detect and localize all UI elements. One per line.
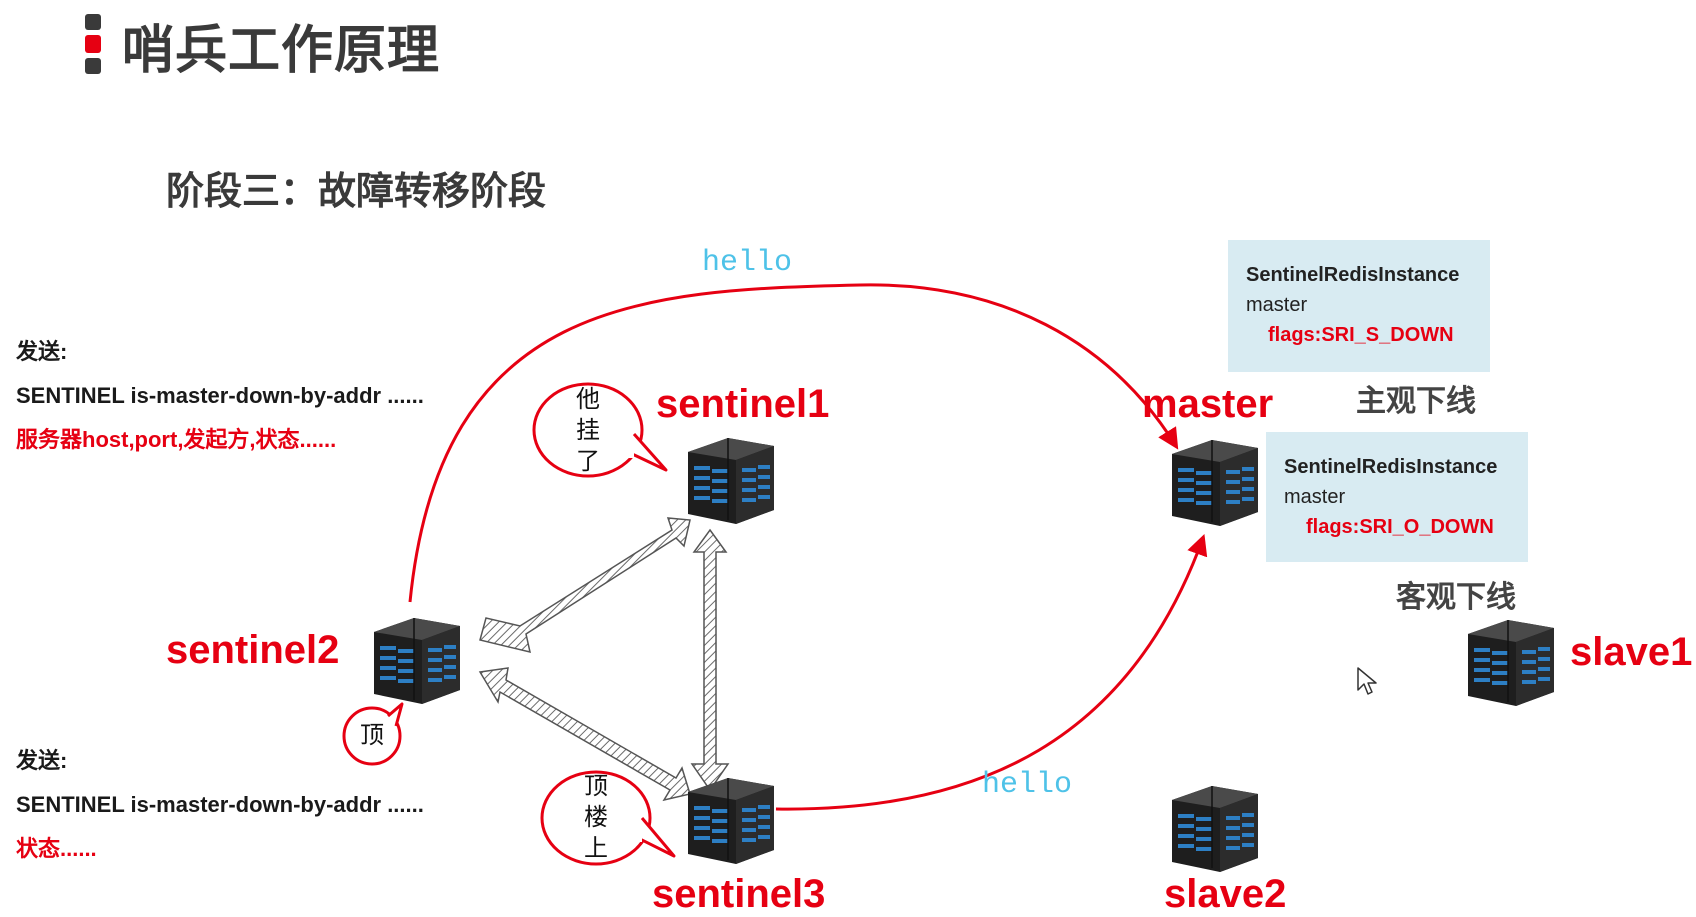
bubble-text-sentinel3: 顶楼上 xyxy=(584,772,608,862)
send-heading: 发送: xyxy=(16,339,68,364)
info-box-odown: SentinelRedisInstance master flags:SRI_O… xyxy=(1266,432,1528,562)
server-rack-icon xyxy=(1171,785,1259,873)
server-rack-icon xyxy=(373,617,461,705)
bubble-text-sentinel1: 他挂了 xyxy=(576,385,600,475)
mouse-pointer-icon xyxy=(1357,667,1377,695)
state-label-odown: 客观下线 xyxy=(1396,580,1516,615)
send-command: SENTINEL is-master-down-by-addr ...... xyxy=(16,792,424,817)
info-box-sdown: SentinelRedisInstance master flags:SRI_S… xyxy=(1228,240,1490,372)
label-sentinel1: sentinel1 xyxy=(656,382,830,426)
server-rack-icon xyxy=(687,437,775,525)
server-rack-icon xyxy=(1171,439,1259,527)
box-role: master xyxy=(1246,294,1308,316)
server-rack-icon xyxy=(687,777,775,865)
bubble-text-sentinel2: 顶 xyxy=(360,721,384,749)
state-label-sdown: 主观下线 xyxy=(1356,384,1476,419)
label-slave2: slave2 xyxy=(1164,872,1287,916)
send-heading: 发送: xyxy=(16,748,68,773)
send-block-bottom: 发送: SENTINEL is-master-down-by-addr ....… xyxy=(16,739,424,871)
page-title: 哨兵工作原理 xyxy=(122,21,441,81)
send-detail: 状态...... xyxy=(16,836,97,861)
speech-bubble-sentinel1 xyxy=(532,382,668,478)
page-subtitle: 阶段三：故障转移阶段 xyxy=(166,169,547,213)
speech-bubble-sentinel2 xyxy=(342,702,404,766)
speech-bubble-sentinel3 xyxy=(540,770,676,866)
hello-label-bottom: hello xyxy=(982,768,1073,802)
box-role: master xyxy=(1284,486,1346,508)
send-detail: 服务器host,port,发起方,状态...... xyxy=(16,427,337,452)
hatched-arrow-s2-s1 xyxy=(479,517,691,654)
label-sentinel3: sentinel3 xyxy=(652,872,826,916)
box-flags: flags:SRI_O_DOWN xyxy=(1306,516,1494,538)
label-master: master xyxy=(1142,382,1274,426)
send-block-top: 发送: SENTINEL is-master-down-by-addr ....… xyxy=(16,330,424,462)
send-command: SENTINEL is-master-down-by-addr ...... xyxy=(16,383,424,408)
hello-arrow-bottom xyxy=(775,534,1208,811)
label-sentinel2: sentinel2 xyxy=(166,628,340,672)
title-marker-icon xyxy=(82,14,102,74)
box-class-name: SentinelRedisInstance xyxy=(1246,264,1460,286)
hello-label-top: hello xyxy=(702,246,793,280)
box-class-name: SentinelRedisInstance xyxy=(1284,456,1498,478)
box-flags: flags:SRI_S_DOWN xyxy=(1268,324,1454,346)
server-rack-icon xyxy=(1467,619,1555,707)
label-slave1: slave1 xyxy=(1570,630,1693,674)
hatched-arrow-s1-s3 xyxy=(690,528,730,792)
hello-arrow-top xyxy=(408,283,1179,603)
